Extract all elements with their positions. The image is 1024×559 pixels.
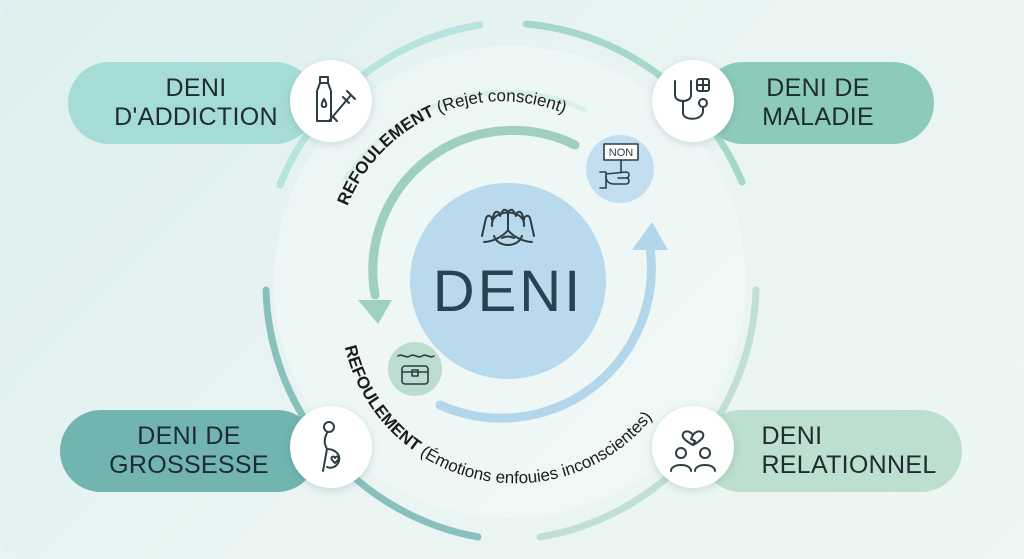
green-arrowhead [358, 300, 392, 324]
pill-deni-relationnel: DENI RELATIONNEL [700, 410, 962, 492]
pill-line: DENI [165, 74, 227, 102]
refoulement-arrow-green [368, 125, 580, 300]
refoulement-arrow-blue [435, 243, 656, 423]
couple-broken-heart-icon [652, 406, 734, 488]
hand-holding-non-sign-icon: NON [599, 143, 639, 189]
sunken-chest-icon [397, 354, 435, 385]
pill-deni-addiction: DENI D'ADDICTION [68, 62, 316, 144]
blue-arrowhead [632, 222, 668, 250]
pill-line: RELATIONNEL [761, 451, 937, 479]
stethoscope-medical-cross-icon [652, 60, 734, 142]
bottle-syringe-icon [290, 60, 372, 142]
outer-ring-top-right [522, 20, 746, 186]
center-title: DENI [432, 259, 584, 324]
chest-circle [388, 342, 442, 396]
non-sign-text: NON [609, 147, 634, 159]
pill-deni-grossesse: DENI DE GROSSESSE [60, 410, 318, 492]
inner-arc-top [342, 89, 588, 183]
pill-line: GROSSESSE [109, 451, 269, 479]
pregnant-woman-icon [290, 406, 372, 488]
pill-line: MALADIE [762, 103, 874, 131]
pill-line: DENI [761, 422, 823, 450]
pill-line: D'ADDICTION [114, 103, 278, 131]
pill-deni-maladie: DENI DE MALADIE [702, 62, 934, 144]
pill-line: DENI DE [137, 422, 241, 450]
face-covering-eyes-icon [481, 208, 535, 246]
pill-line: DENI DE [766, 74, 870, 102]
